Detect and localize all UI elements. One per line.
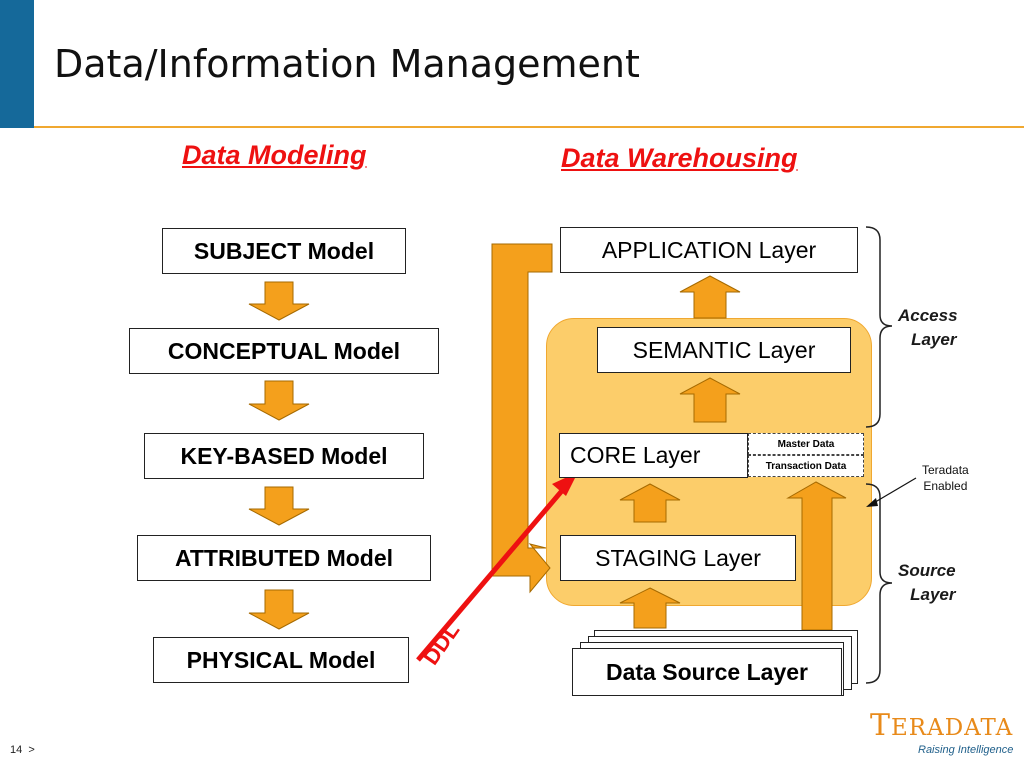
access-layer-brace [865, 226, 893, 428]
page-number: 14 > [10, 744, 35, 756]
teradata-enabled-pointer [871, 477, 917, 505]
master-data-box: Master Data [748, 433, 864, 455]
ddl-arrow-head [552, 472, 578, 496]
application-layer-box: APPLICATION Layer [560, 227, 858, 273]
staging-layer-box: STAGING Layer [560, 535, 796, 581]
slide-title: Data/Information Management [54, 42, 640, 86]
attributed-model-box: ATTRIBUTED Model [137, 535, 431, 581]
next-slide-link[interactable]: > [28, 744, 35, 756]
access-layer-label: Access Layer [898, 306, 958, 349]
up-arrow-core-to-semantic [679, 377, 741, 423]
key-based-model-box: KEY-BASED Model [144, 433, 424, 479]
up-arrow-source-to-core [786, 481, 847, 631]
title-rule [34, 126, 1024, 128]
teradata-enabled-note: Teradata Enabled [922, 463, 969, 493]
accent-bar [0, 0, 34, 128]
data-source-layer-box: Data Source Layer [572, 648, 842, 696]
up-arrow-semantic-to-application [679, 275, 741, 319]
down-arrow-2 [248, 380, 310, 421]
down-arrow-4 [248, 589, 310, 630]
logo-tagline: Raising Intelligence [918, 744, 1014, 756]
ddl-arrow-line [416, 484, 568, 662]
physical-model-box: PHYSICAL Model [153, 637, 409, 683]
up-arrow-source-to-staging [619, 587, 681, 629]
conceptual-model-box: CONCEPTUAL Model [129, 328, 439, 374]
bracket-arrow-staging-to-application [491, 243, 553, 594]
up-arrow-staging-to-core [619, 483, 681, 523]
transaction-data-box: Transaction Data [748, 455, 864, 477]
source-layer-brace [865, 483, 893, 684]
heading-data-warehousing: Data Warehousing [561, 143, 798, 173]
source-layer-label: Source Layer [898, 561, 956, 604]
core-layer-box: CORE Layer [559, 433, 748, 478]
heading-data-modeling: Data Modeling [182, 140, 367, 170]
down-arrow-1 [248, 281, 310, 321]
teradata-logo: TERADATA [870, 708, 1014, 743]
subject-model-box: SUBJECT Model [162, 228, 406, 274]
semantic-layer-box: SEMANTIC Layer [597, 327, 851, 373]
down-arrow-3 [248, 486, 310, 526]
